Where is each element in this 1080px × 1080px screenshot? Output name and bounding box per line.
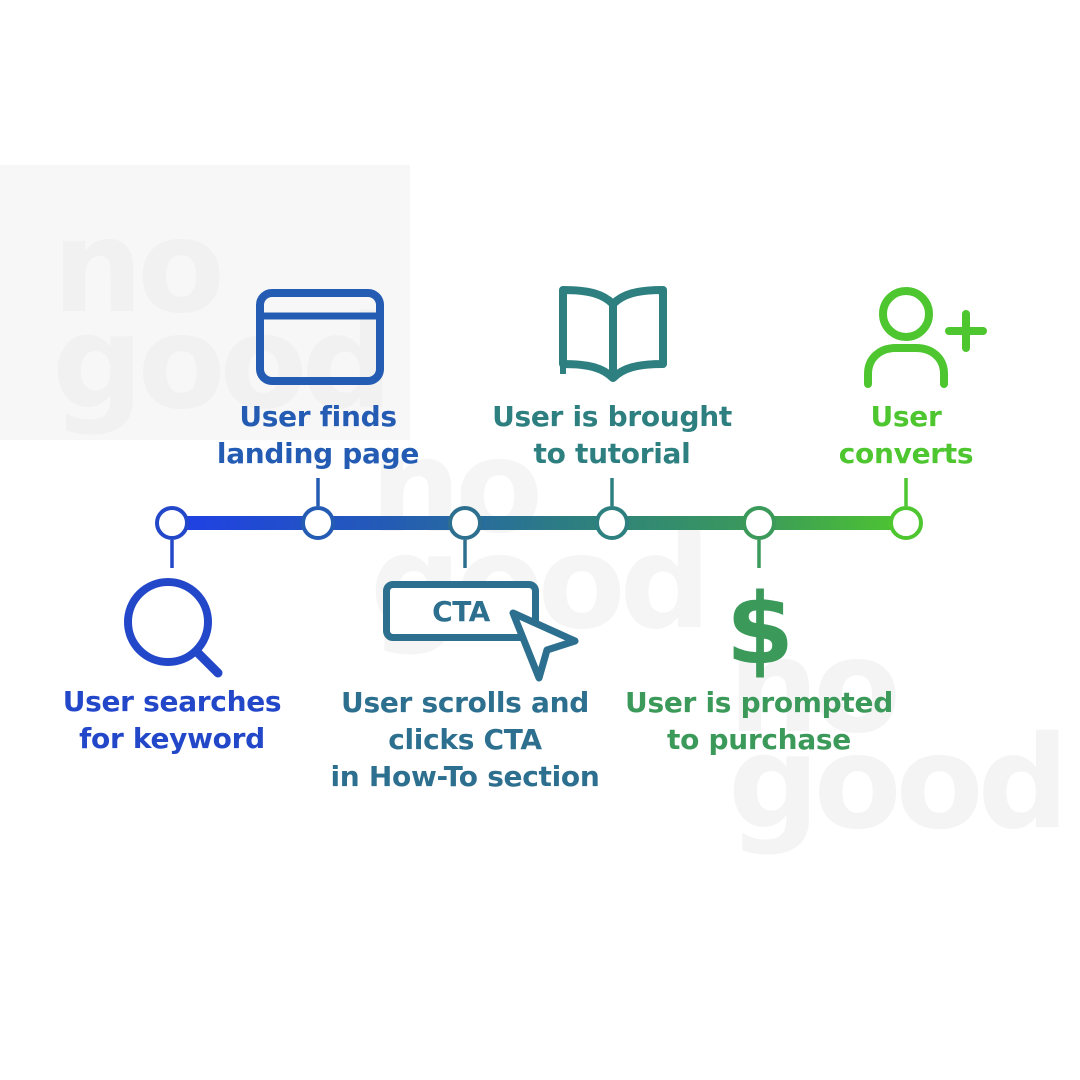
- open-book-icon: [559, 286, 667, 382]
- cta-button-cursor-icon: CTA: [380, 578, 580, 693]
- step-label-purchase: User is prompted to purchase: [625, 686, 893, 756]
- timeline-node-1: [155, 506, 189, 540]
- cta-button-shape: [383, 581, 539, 641]
- cta-button-text: CTA: [432, 595, 490, 628]
- timeline-node-4: [595, 506, 629, 540]
- step-label-converts: User converts: [838, 400, 974, 470]
- timeline-bar: [172, 516, 906, 530]
- timeline-node-3: [448, 506, 482, 540]
- step-label-tutorial: User is brought to tutorial: [492, 400, 732, 470]
- add-user-icon: [864, 287, 987, 388]
- step-label-landing: User finds landing page: [216, 400, 420, 470]
- step-label-cta: User scrolls and clicks CTA in How-To se…: [330, 686, 600, 793]
- browser-window-icon: [256, 289, 384, 385]
- cursor-arrow-icon: [509, 609, 579, 682]
- step-label-search: User searches for keyword: [62, 685, 282, 755]
- timeline-node-5: [742, 506, 776, 540]
- timeline-node-2: [301, 506, 335, 540]
- search-icon: [124, 578, 223, 678]
- timeline-node-6: [889, 506, 923, 540]
- dollar-icon: $: [725, 573, 795, 687]
